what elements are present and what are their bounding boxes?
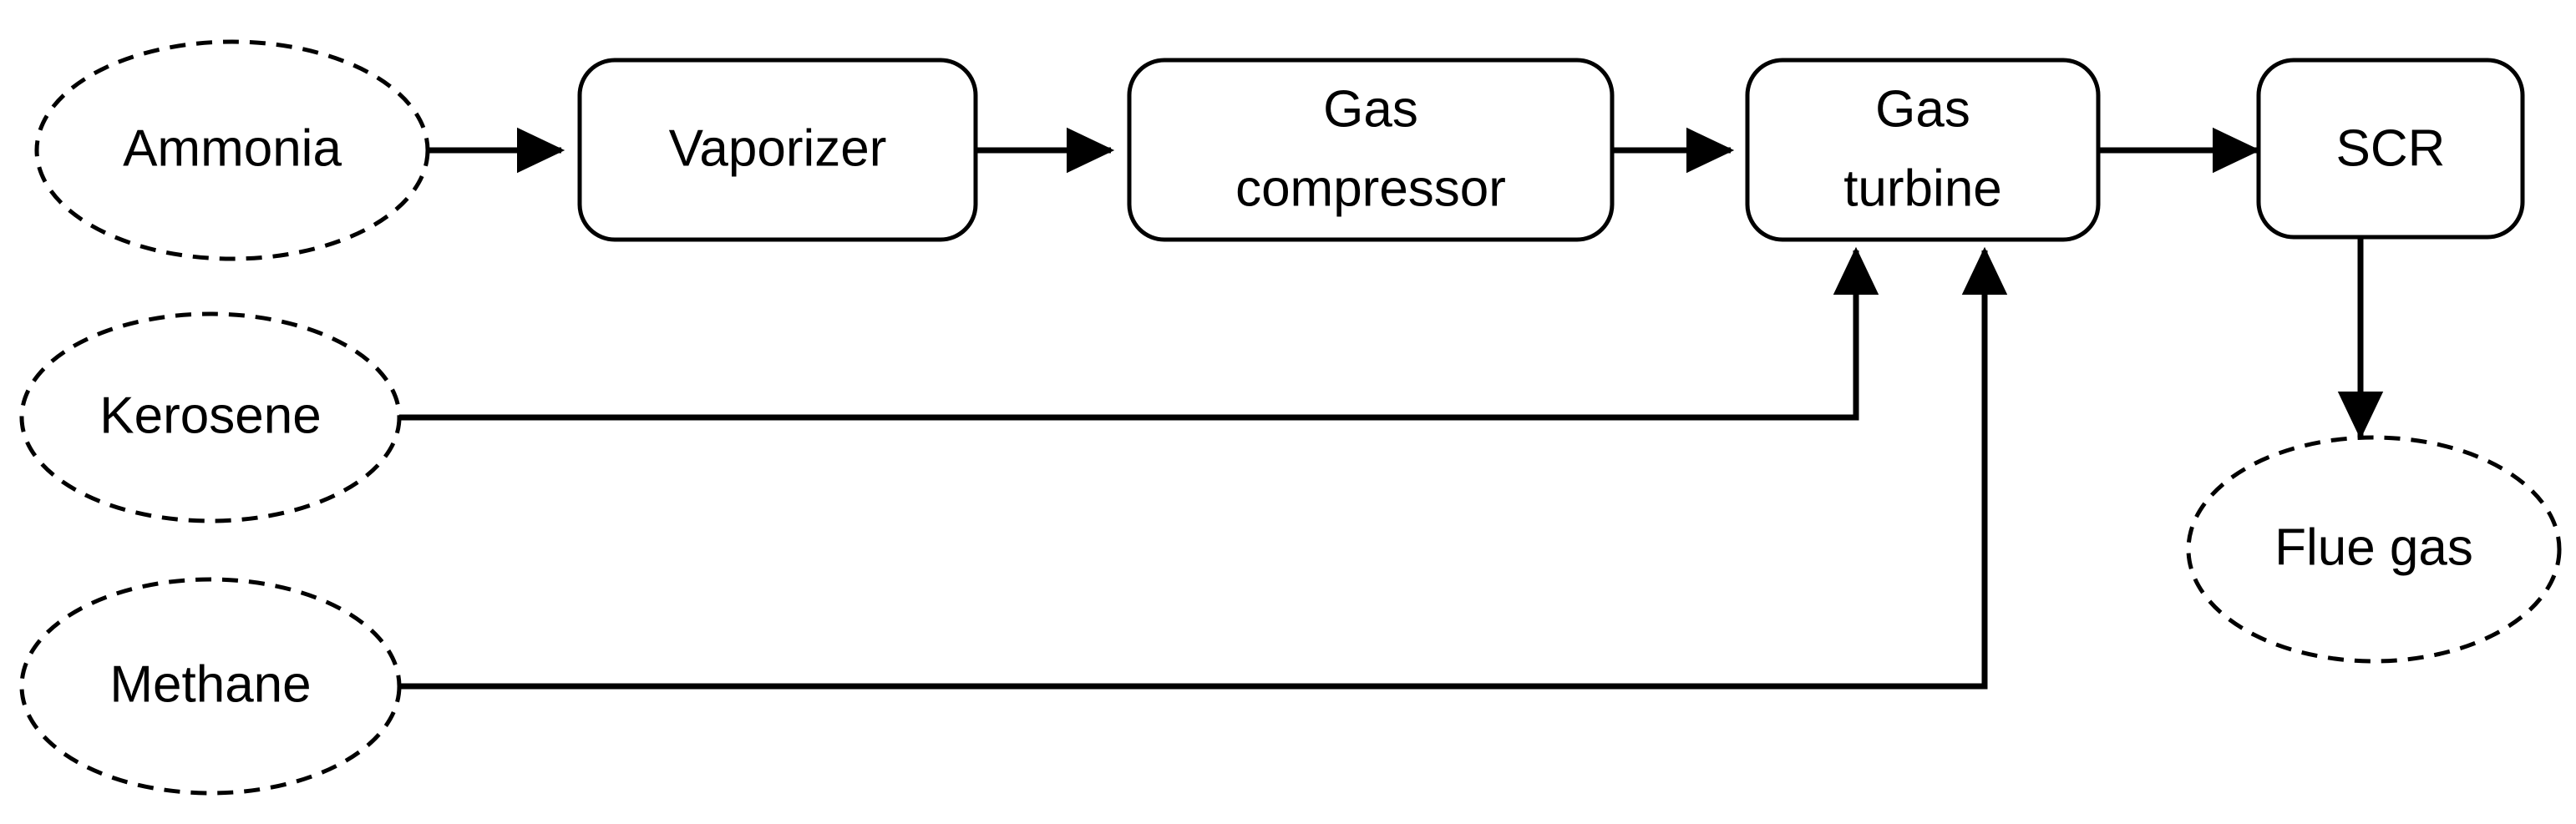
vaporizer-box (577, 58, 978, 242)
ammonia-ellipse (34, 39, 430, 261)
flue-gas-ellipse (2186, 435, 2562, 664)
scr-box (2256, 58, 2525, 240)
node-gas-compressor[interactable]: Gas compressor (1127, 58, 1615, 242)
gas-turbine-label-line2: turbine (1843, 159, 2002, 217)
node-vaporizer[interactable]: Vaporizer (577, 58, 978, 242)
gas-compressor-box (1127, 58, 1615, 242)
scr-label: SCR (2336, 119, 2446, 177)
gas-compressor-label-line1: Gas (1323, 80, 1418, 138)
vaporizer-label: Vaporizer (669, 119, 887, 177)
kerosene-ellipse (19, 311, 402, 523)
methane-label: Methane (109, 655, 311, 713)
node-flue-gas[interactable]: Flue gas (2186, 435, 2562, 664)
gas-turbine-label-line1: Gas (1875, 80, 1970, 138)
gas-turbine-box (1745, 58, 2101, 242)
gas-compressor-label-line2: compressor (1235, 159, 1506, 217)
node-kerosene[interactable]: Kerosene (19, 311, 402, 523)
node-methane[interactable]: Methane (19, 577, 402, 796)
node-ammonia[interactable]: Ammonia (34, 39, 430, 261)
methane-ellipse (19, 577, 402, 796)
kerosene-label: Kerosene (99, 387, 321, 444)
edge-methane-to-gas-turbine (356, 246, 2008, 690)
node-gas-turbine[interactable]: Gas turbine (1745, 58, 2101, 242)
flue-gas-label: Flue gas (2274, 518, 2473, 576)
connectors-layer (356, 127, 2384, 690)
edge-kerosene-to-gas-turbine (356, 246, 1879, 421)
node-scr[interactable]: SCR (2256, 58, 2525, 240)
ammonia-label: Ammonia (123, 119, 342, 177)
